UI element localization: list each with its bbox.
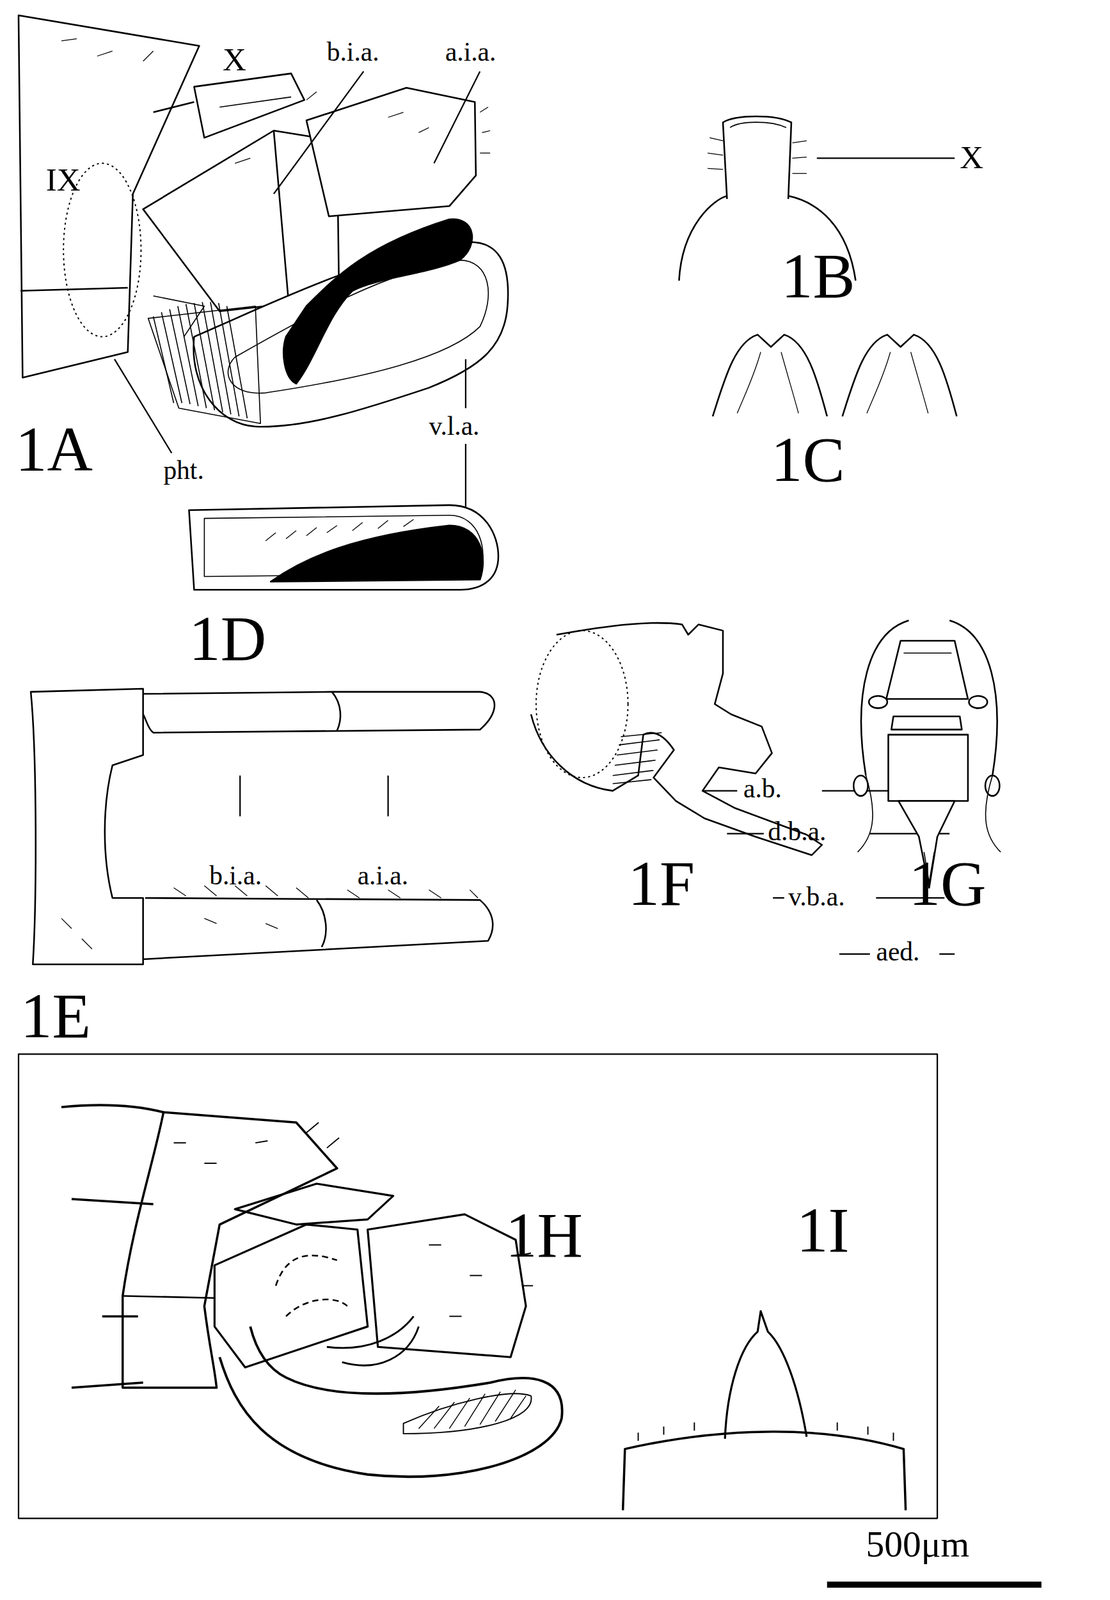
figure-1c <box>712 334 957 417</box>
figure-label: b.i.a. <box>326 39 380 66</box>
figure-1h <box>18 1054 938 1519</box>
figure-label: 1C <box>770 428 845 492</box>
figure-label: 1D <box>188 607 267 672</box>
figure-label: a.i.a. <box>357 863 409 890</box>
figure-1e <box>30 689 495 965</box>
figure-label: a.b. <box>743 776 782 803</box>
figure-label: v.b.a. <box>788 884 845 912</box>
figure-1d <box>188 505 498 590</box>
figure-label: 1G <box>909 852 987 917</box>
figure-label: 1I <box>796 1199 849 1263</box>
figure-label: 1A <box>15 418 93 482</box>
figure-label: 1B <box>781 245 855 309</box>
figure-label: b.i.a. <box>209 863 262 890</box>
figure-1g <box>853 620 1001 888</box>
figure-label: 500μm <box>866 1526 970 1563</box>
figure-label: v.l.a. <box>428 413 480 441</box>
figure-label: 1H <box>505 1204 583 1269</box>
figure-label: 1E <box>20 985 91 1049</box>
figure-label: 1F <box>628 852 696 917</box>
figure-label: IX <box>46 163 81 196</box>
scale-bar <box>827 1582 1042 1589</box>
figure-label: aed. <box>875 939 920 967</box>
figure-label: pht. <box>163 457 204 485</box>
figure-label: d.b.a. <box>767 818 826 846</box>
figure-label: a.i.a. <box>445 39 496 66</box>
figure-label: X <box>959 140 984 174</box>
figure-label: X <box>222 42 247 76</box>
